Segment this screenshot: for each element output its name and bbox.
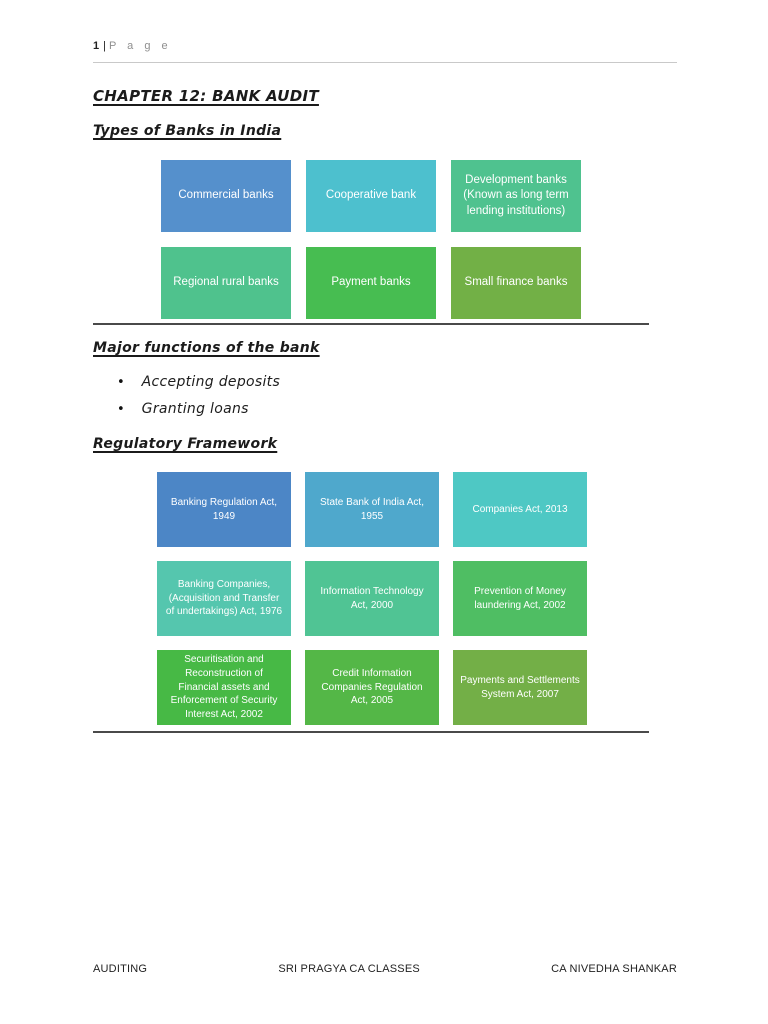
list-item-text: Granting loans: [141, 401, 249, 417]
act-credit-information: Credit Information Companies Regulation …: [305, 650, 439, 725]
regulatory-heading: Regulatory Framework: [93, 436, 278, 452]
chapter-title: CHAPTER 12: BANK AUDIT: [93, 87, 319, 105]
bank-type-cooperative: Cooperative bank: [306, 160, 436, 232]
list-item-text: Accepting deposits: [141, 374, 281, 390]
section-divider: [93, 731, 649, 733]
act-state-bank-of-india: State Bank of India Act, 1955: [305, 472, 439, 547]
act-banking-companies-acquisition: Banking Companies, (Acquisition and Tran…: [157, 561, 291, 636]
act-securitisation-sarfaesi: Securitisation and Reconstruction of Fin…: [157, 650, 291, 725]
act-prevention-money-laundering: Prevention of Money laundering Act, 2002: [453, 561, 587, 636]
bank-type-small-finance: Small finance banks: [451, 247, 581, 319]
bullet-icon: •: [117, 374, 125, 390]
bank-type-regional-rural: Regional rural banks: [161, 247, 291, 319]
page-header: 1|P a g e: [93, 40, 677, 63]
page-footer: AUDITING SRI PRAGYA CA CLASSES CA NIVEDH…: [93, 963, 677, 975]
bank-type-development: Development banks (Known as long term le…: [451, 160, 581, 232]
act-payments-settlements: Payments and Settlements System Act, 200…: [453, 650, 587, 725]
types-of-banks-grid: Commercial banks Cooperative bank Develo…: [161, 160, 581, 319]
page-word: P a g e: [108, 40, 172, 52]
list-item: • Granting loans: [117, 401, 249, 417]
regulatory-framework-grid: Banking Regulation Act, 1949 State Bank …: [157, 472, 587, 725]
page-number: 1: [93, 40, 101, 52]
list-item: • Accepting deposits: [117, 374, 280, 390]
footer-institute: SRI PRAGYA CA CLASSES: [278, 963, 420, 975]
footer-author: CA NIVEDHA SHANKAR: [551, 963, 677, 975]
act-information-technology: Information Technology Act, 2000: [305, 561, 439, 636]
bullet-icon: •: [117, 401, 125, 417]
act-companies: Companies Act, 2013: [453, 472, 587, 547]
bank-type-commercial: Commercial banks: [161, 160, 291, 232]
page-number-separator: |: [103, 40, 106, 52]
functions-heading: Major functions of the bank: [93, 340, 320, 356]
section-divider: [93, 323, 649, 325]
types-heading: Types of Banks in India: [93, 123, 282, 139]
act-banking-regulation: Banking Regulation Act, 1949: [157, 472, 291, 547]
footer-subject: AUDITING: [93, 963, 148, 975]
bank-type-payment: Payment banks: [306, 247, 436, 319]
